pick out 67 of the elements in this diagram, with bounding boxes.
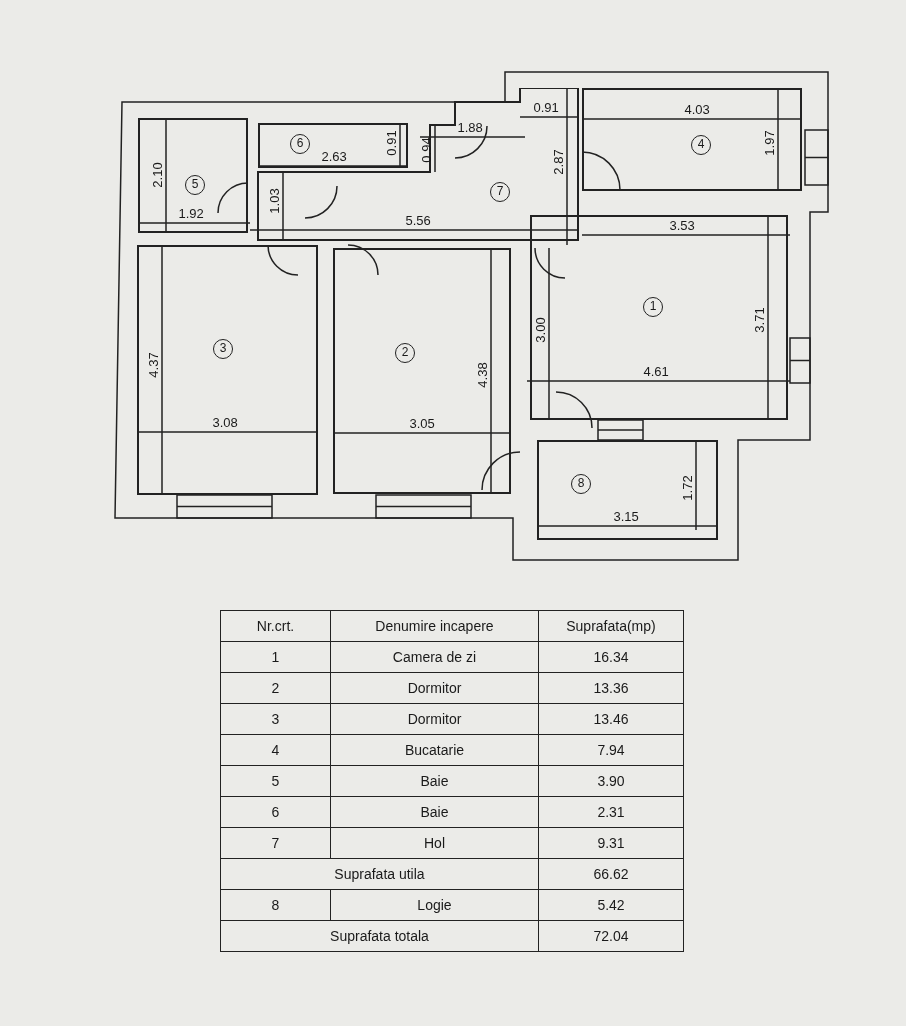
table-cell: 1: [220, 641, 331, 673]
table-cell: 13.46: [538, 703, 684, 735]
room-number: 7: [490, 182, 510, 202]
dimension-label: 3.08: [212, 416, 238, 430]
dimension-label: 4.61: [643, 365, 669, 379]
table-cell: 4: [220, 734, 331, 766]
table-cell: 66.62: [538, 858, 684, 890]
table-cell: 7: [220, 827, 331, 859]
table-cell: 7.94: [538, 734, 684, 766]
room-outline: [530, 215, 788, 420]
dimension-label: 1.97: [762, 130, 777, 156]
table-cell: Suprafata totala: [220, 920, 539, 952]
dimension-label: 0.91: [533, 101, 559, 115]
dimension-label: 2.87: [551, 149, 566, 175]
table-cell: Dormitor: [330, 672, 539, 704]
dimension-label: 5.56: [405, 214, 431, 228]
table-cell: Dormitor: [330, 703, 539, 735]
table-cell: Logie: [330, 889, 539, 921]
table-cell: 8: [220, 889, 331, 921]
room-number: 1: [643, 297, 663, 317]
table-cell: 3.90: [538, 765, 684, 797]
dimension-label: 3.05: [409, 417, 435, 431]
room-outline: [582, 88, 802, 191]
table-cell: 6: [220, 796, 331, 828]
room-number: 3: [213, 339, 233, 359]
room-outline: [137, 245, 318, 495]
room-outline: [333, 248, 511, 494]
dimension-label: 3.00: [533, 317, 548, 343]
table-cell: 2.31: [538, 796, 684, 828]
dimension-label: 1.72: [680, 475, 695, 501]
dimension-label: 1.92: [178, 207, 204, 221]
dimension-label: 2.10: [150, 162, 165, 188]
table-cell: Suprafata(mp): [538, 610, 684, 642]
dimension-label: 4.38: [475, 362, 490, 388]
room-outline: [138, 118, 248, 233]
dimension-label: 3.53: [669, 219, 695, 233]
table-cell: 16.34: [538, 641, 684, 673]
table-cell: Suprafata utila: [220, 858, 539, 890]
room-number: 5: [185, 175, 205, 195]
room-number: 4: [691, 135, 711, 155]
table-cell: 3: [220, 703, 331, 735]
dimension-label: 3.15: [613, 510, 639, 524]
table-cell: Bucatarie: [330, 734, 539, 766]
table-cell: Baie: [330, 796, 539, 828]
dimension-label: 1.03: [267, 188, 282, 214]
dimension-label: 3.71: [752, 307, 767, 333]
dimension-label: 1.88: [457, 121, 483, 135]
table-cell: 13.36: [538, 672, 684, 704]
table-cell: Nr.crt.: [220, 610, 331, 642]
table-cell: Hol: [330, 827, 539, 859]
room-outline: [258, 123, 408, 168]
table-cell: 2: [220, 672, 331, 704]
table-cell: Baie: [330, 765, 539, 797]
room-number: 6: [290, 134, 310, 154]
dimension-label: 0.91: [384, 130, 399, 156]
table-cell: Denumire incapere: [330, 610, 539, 642]
table-cell: 9.31: [538, 827, 684, 859]
table-cell: Camera de zi: [330, 641, 539, 673]
table-cell: 5.42: [538, 889, 684, 921]
dimension-label: 4.37: [146, 352, 161, 378]
dimension-label: 2.63: [321, 150, 347, 164]
dimension-label: 4.03: [684, 103, 710, 117]
room-number: 2: [395, 343, 415, 363]
table-cell: 5: [220, 765, 331, 797]
room-number: 8: [571, 474, 591, 494]
table-cell: 72.04: [538, 920, 684, 952]
room-outline: [537, 440, 718, 540]
